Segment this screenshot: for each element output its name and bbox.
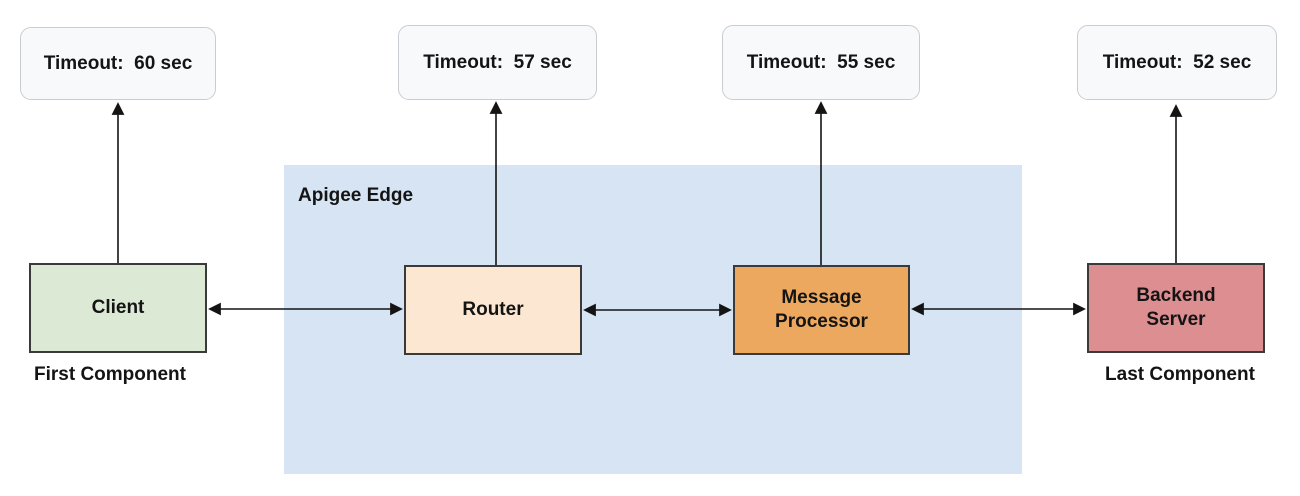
node-router: Router (404, 265, 582, 355)
node-message-processor: Message Processor (733, 265, 910, 355)
node-message-processor-label: Message Processor (775, 287, 868, 332)
timeout-badge-message-processor: Timeout: 55 sec (722, 25, 920, 100)
apigee-edge-region: Apigee Edge (284, 165, 1022, 474)
caption-first-component: First Component (34, 364, 186, 385)
node-client: Client (29, 263, 207, 353)
timeout-badge-backend-server: Timeout: 52 sec (1077, 25, 1277, 100)
node-backend-server: Backend Server (1087, 263, 1265, 353)
caption-last-component: Last Component (1105, 364, 1255, 385)
node-client-label: Client (91, 297, 145, 318)
node-backend-server-label: Backend Server (1136, 285, 1216, 330)
timeout-badge-client: Timeout: 60 sec (20, 27, 216, 100)
apigee-edge-label: Apigee Edge (298, 185, 414, 206)
timeout-badge-router: Timeout: 57 sec (398, 25, 597, 100)
node-router-label: Router (462, 299, 524, 320)
